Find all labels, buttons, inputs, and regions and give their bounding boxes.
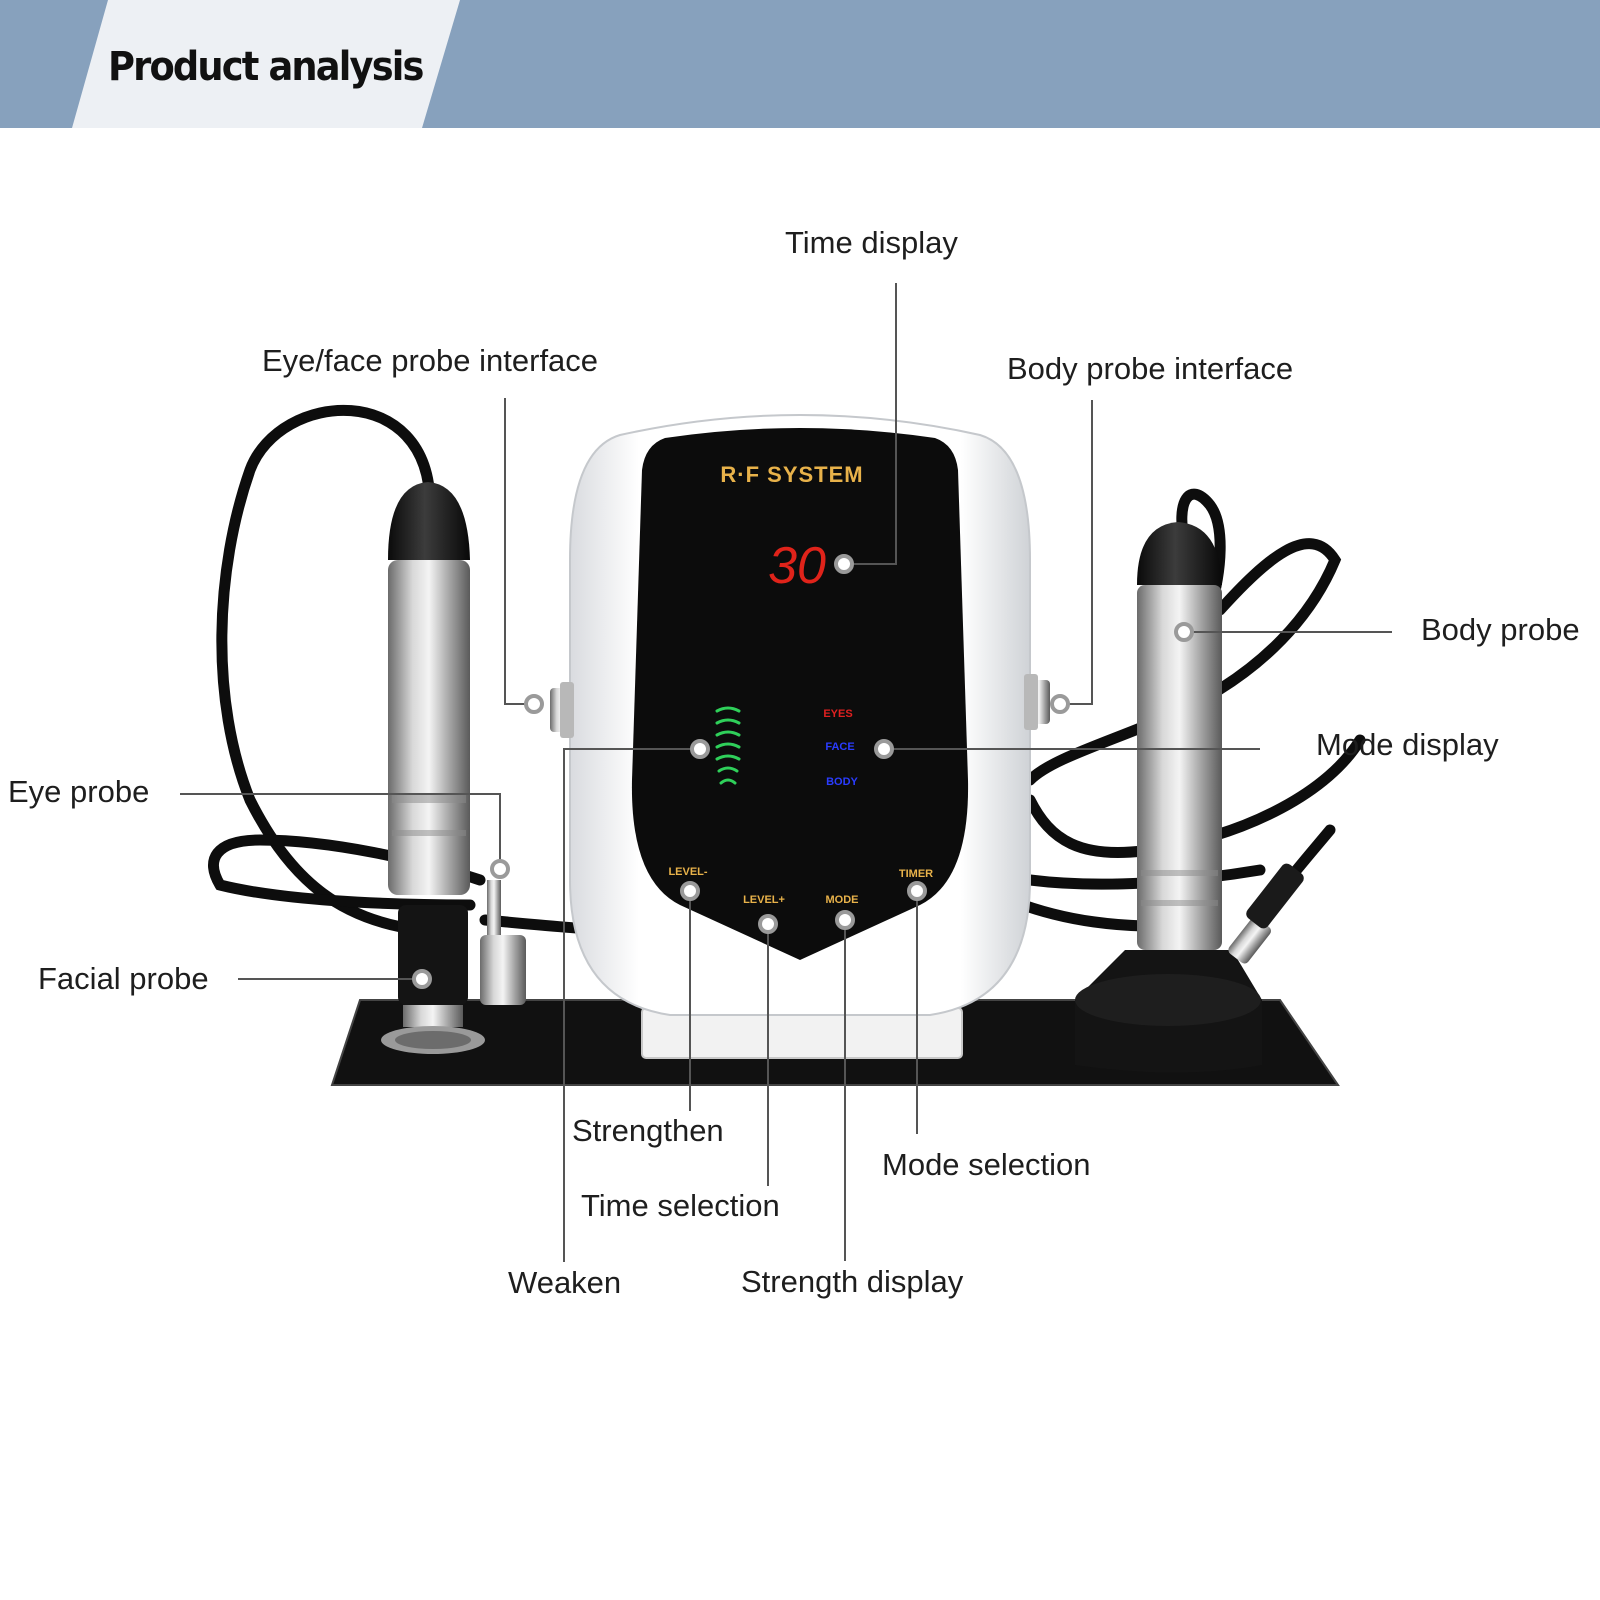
button-label-level-minus: LEVEL- — [668, 866, 707, 878]
callout-body-probe-interface: Body probe interface — [1007, 351, 1294, 386]
button-label-level-plus: LEVEL+ — [743, 894, 785, 906]
callout-time-display: Time display — [785, 225, 958, 260]
callout-eye-probe: Eye probe — [8, 774, 150, 809]
callout-body-probe: Body probe — [1421, 612, 1580, 647]
leader-lines — [180, 283, 1392, 1262]
power-plug — [1228, 863, 1304, 964]
callout-mode-selection: Mode selection — [882, 1147, 1091, 1182]
callout-markers — [412, 554, 1194, 989]
strength-display-bars — [715, 706, 741, 785]
callout-strength-display: Strength display — [741, 1264, 964, 1299]
control-panel — [631, 428, 969, 960]
banner-graphic — [0, 0, 1600, 128]
header-banner: Product analysis — [0, 0, 1600, 130]
banner-title: Product analysis — [108, 44, 424, 90]
button-label-mode: MODE — [826, 894, 859, 906]
callout-time-selection: Time selection — [581, 1188, 780, 1223]
eye-face-probe-handpiece — [381, 482, 485, 1054]
right-probe-connector — [1024, 674, 1050, 730]
mode-label-eyes: EYES — [823, 708, 852, 720]
button-label-timer: TIMER — [899, 868, 933, 880]
callout-mode-display: Mode display — [1316, 727, 1499, 762]
callout-facial-probe: Facial probe — [38, 961, 209, 996]
mode-label-body: BODY — [826, 776, 858, 788]
brand-label: R·F SYSTEM — [720, 462, 863, 487]
left-probe-connector — [550, 682, 574, 738]
callout-strengthen: Strengthen — [572, 1113, 724, 1148]
callout-eye-face-probe-interface: Eye/face probe interface — [262, 343, 599, 378]
mode-label-face: FACE — [825, 741, 854, 753]
timer-display: 30 — [768, 537, 826, 595]
callout-weaken: Weaken — [508, 1265, 622, 1300]
eye-probe-tip — [480, 880, 526, 1005]
body-probe-handpiece — [1075, 522, 1262, 1073]
